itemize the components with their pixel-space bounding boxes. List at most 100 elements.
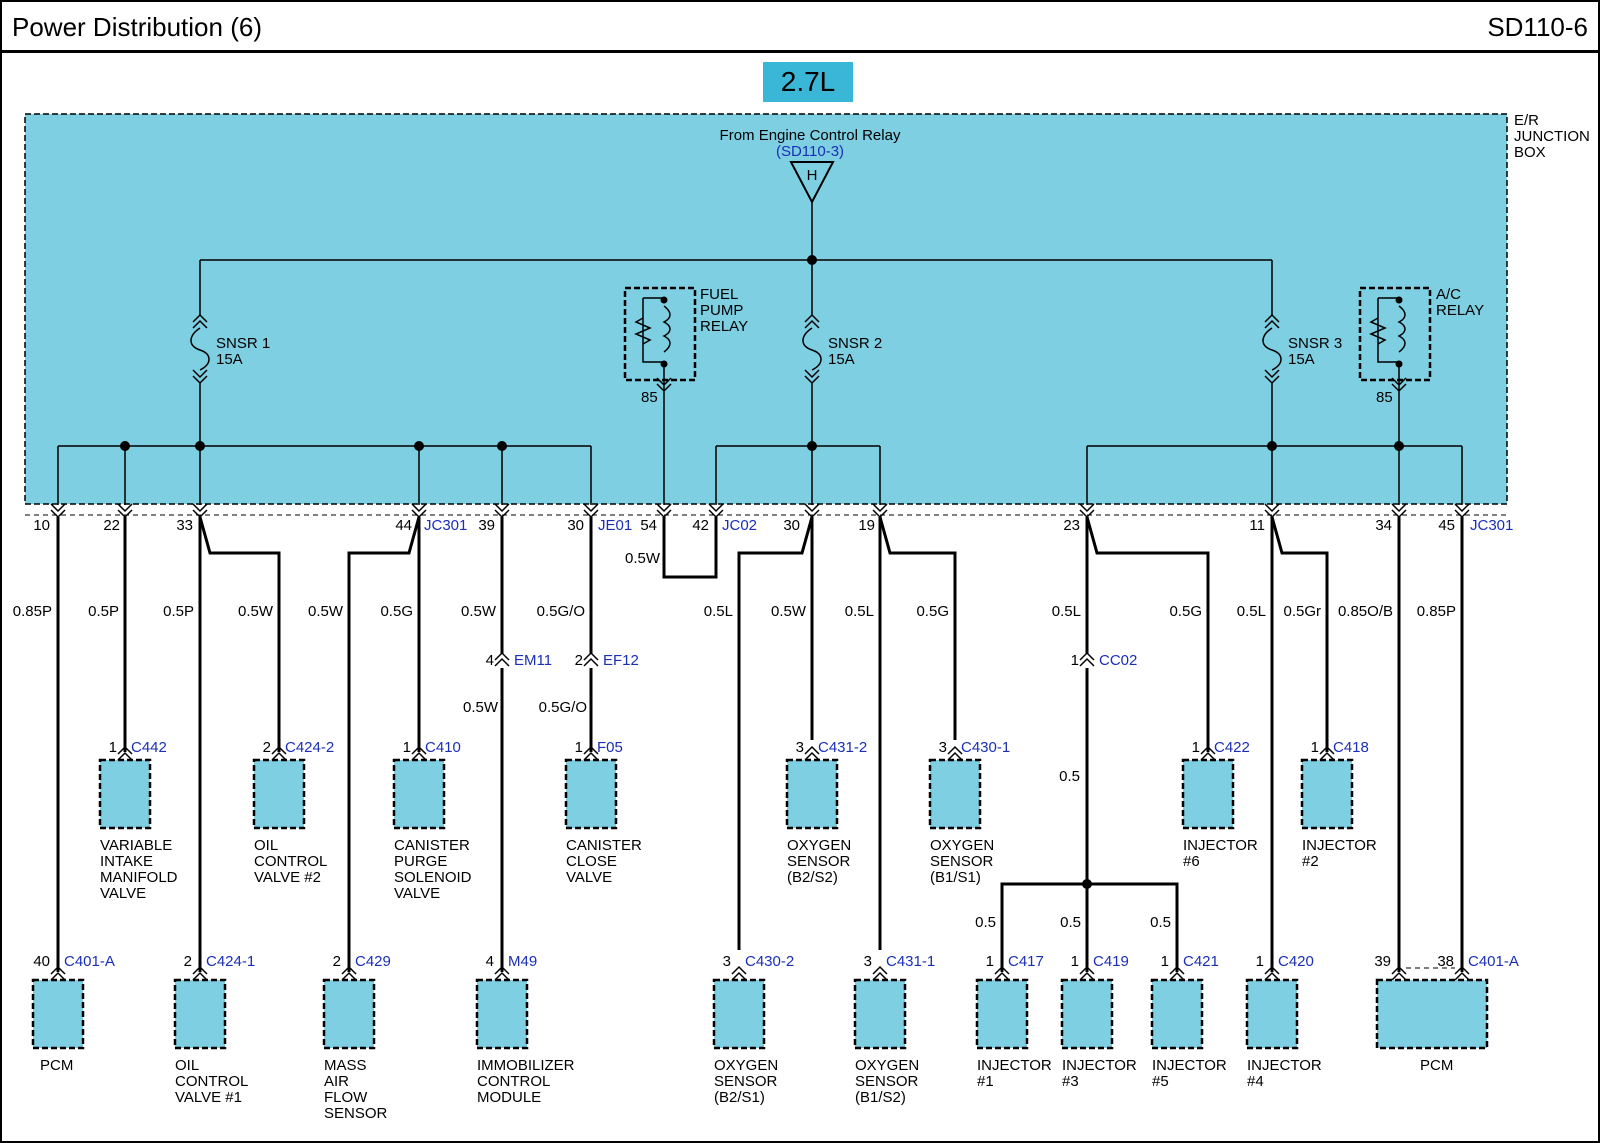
pin-22: 22 <box>103 517 120 534</box>
oil-control-valve-1-component-label: OIL <box>175 1057 199 1074</box>
pin-23: 23 <box>1063 517 1080 534</box>
wire-label: 0.5W <box>308 603 344 620</box>
main-bus <box>199 202 1273 315</box>
canister-purge-valve-component-body <box>392 758 446 830</box>
wire-label: 0.5G <box>1169 603 1202 620</box>
ac-relay-label-2: RELAY <box>1436 302 1484 319</box>
pcm-left-component-ref: C401-A <box>64 953 115 970</box>
oxygen-sensor-b1s1-component-label: SENSOR <box>930 853 994 870</box>
pin-44: 44 <box>395 517 412 534</box>
fuel-pump-relay-label-1: FUEL <box>700 286 738 303</box>
pcm-right-component-pin: 39 <box>1374 953 1391 970</box>
fuse-snsr2-symbol <box>802 313 822 446</box>
wire-label: 0.5L <box>704 603 733 620</box>
injector-3-component-pin: 1 <box>1071 953 1079 970</box>
wire-label: 0.5 <box>1060 914 1081 931</box>
canister-purge-valve-component-label: CANISTER <box>394 837 470 854</box>
pin-11: 11 <box>1249 517 1265 534</box>
injector-4-component-body <box>1245 978 1299 1050</box>
pin-39: 39 <box>478 517 495 534</box>
oil-control-valve-2-component-pin: 2 <box>263 739 271 756</box>
injector-2-component-body <box>1300 758 1354 830</box>
injector-4-component-ref: C420 <box>1278 953 1314 970</box>
fuel-pump-relay-label-3: RELAY <box>700 318 748 335</box>
internal-buses <box>57 441 1463 505</box>
wire-label: 0.5G <box>916 603 949 620</box>
vimv-component-label: MANIFOLD <box>100 869 178 886</box>
injector-5-component-label: #5 <box>1152 1073 1169 1090</box>
junction-box-label-3: BOX <box>1514 144 1546 161</box>
wire-label: 0.85P <box>13 603 52 620</box>
pin-42: 42 <box>692 517 709 534</box>
fuse-snsr1-name: SNSR 1 <box>216 335 270 352</box>
wire-label: 0.5 <box>1150 914 1171 931</box>
immobilizer-module-component-label: IMMOBILIZER <box>477 1057 575 1074</box>
junction-box-label-1: E/R <box>1514 112 1539 129</box>
canister-close-valve-component-pin: 1 <box>575 739 583 756</box>
junction-box <box>24 113 1508 505</box>
canister-purge-valve-component-label: VALVE <box>394 885 440 902</box>
ac-relay-pin: 85 <box>1376 389 1393 406</box>
engine-badge: 2.7L <box>763 62 853 102</box>
wire-ef12-lower: 0.5G/O <box>539 699 587 716</box>
immobilizer-module-component-label: CONTROL <box>477 1073 550 1090</box>
immobilizer-module-component-label: MODULE <box>477 1089 541 1106</box>
mass-air-flow-sensor-component-pin: 2 <box>333 953 341 970</box>
oil-control-valve-1-component-ref: C424-1 <box>206 953 255 970</box>
source-ref: (SD110-3) <box>776 143 844 160</box>
mass-air-flow-sensor-component-ref: C429 <box>355 953 391 970</box>
oxygen-sensor-b2s2-component-label: OXYGEN <box>787 837 851 854</box>
pcm-right-component-pin2: 38 <box>1437 953 1454 970</box>
fuse-snsr1-symbol <box>190 313 210 446</box>
page-title: Power Distribution (6) <box>12 12 262 42</box>
pin-33: 33 <box>176 517 193 534</box>
injector-1-component-ref: C417 <box>1008 953 1044 970</box>
oxygen-sensor-b1s1-component-ref: C430-1 <box>961 739 1010 756</box>
injector-1-component-pin: 1 <box>986 953 994 970</box>
oxygen-sensor-b2s1-component-label: SENSOR <box>714 1073 778 1090</box>
fuse-snsr3-name: SNSR 3 <box>1288 335 1342 352</box>
fuel-pump-relay-symbol <box>623 286 697 446</box>
mass-air-flow-sensor-component-label: FLOW <box>324 1089 368 1106</box>
canister-purge-valve-component-pin: 1 <box>403 739 411 756</box>
wire-label: 0.5G/O <box>537 603 585 620</box>
canister-close-valve-component-ref: F05 <box>597 739 623 756</box>
oxygen-sensor-b1s2-component-label: (B1/S2) <box>855 1089 906 1106</box>
ref-je01: JE01 <box>598 517 632 534</box>
inline-ef12-ref: EF12 <box>603 652 639 669</box>
injector-6-component-label: INJECTOR <box>1183 837 1258 854</box>
inline-connector-chevrons <box>494 651 1095 667</box>
source-label: From Engine Control Relay <box>720 127 901 144</box>
injector-2-component-label: #2 <box>1302 853 1319 870</box>
injector-2-component-label: INJECTOR <box>1302 837 1377 854</box>
wire-label: 0.5P <box>163 603 194 620</box>
pcm-right-component-body <box>1375 978 1489 1050</box>
injector-6-component-ref: C422 <box>1214 739 1250 756</box>
oxygen-sensor-b1s1-component-pin: 3 <box>939 739 947 756</box>
oxygen-sensor-b2s1-component-label: (B2/S1) <box>714 1089 765 1106</box>
ref-jc301-right: JC301 <box>1470 517 1513 534</box>
oil-control-valve-1-component-label: CONTROL <box>175 1073 248 1090</box>
wire-label: 0.85P <box>1417 603 1456 620</box>
wire-label: 0.5P <box>88 603 119 620</box>
injector-3-component-label: #3 <box>1062 1073 1079 1090</box>
fuse-snsr2-rating: 15A <box>828 351 855 368</box>
header-bar: Power Distribution (6) SD110-6 <box>2 2 1598 53</box>
fuse-snsr2-name: SNSR 2 <box>828 335 882 352</box>
injector-3-component-label: INJECTOR <box>1062 1057 1137 1074</box>
injector-3-component-body <box>1060 978 1114 1050</box>
fuse-snsr3-symbol <box>1262 313 1282 446</box>
pin-54: 54 <box>640 517 657 534</box>
mass-air-flow-sensor-component-body <box>322 978 376 1050</box>
